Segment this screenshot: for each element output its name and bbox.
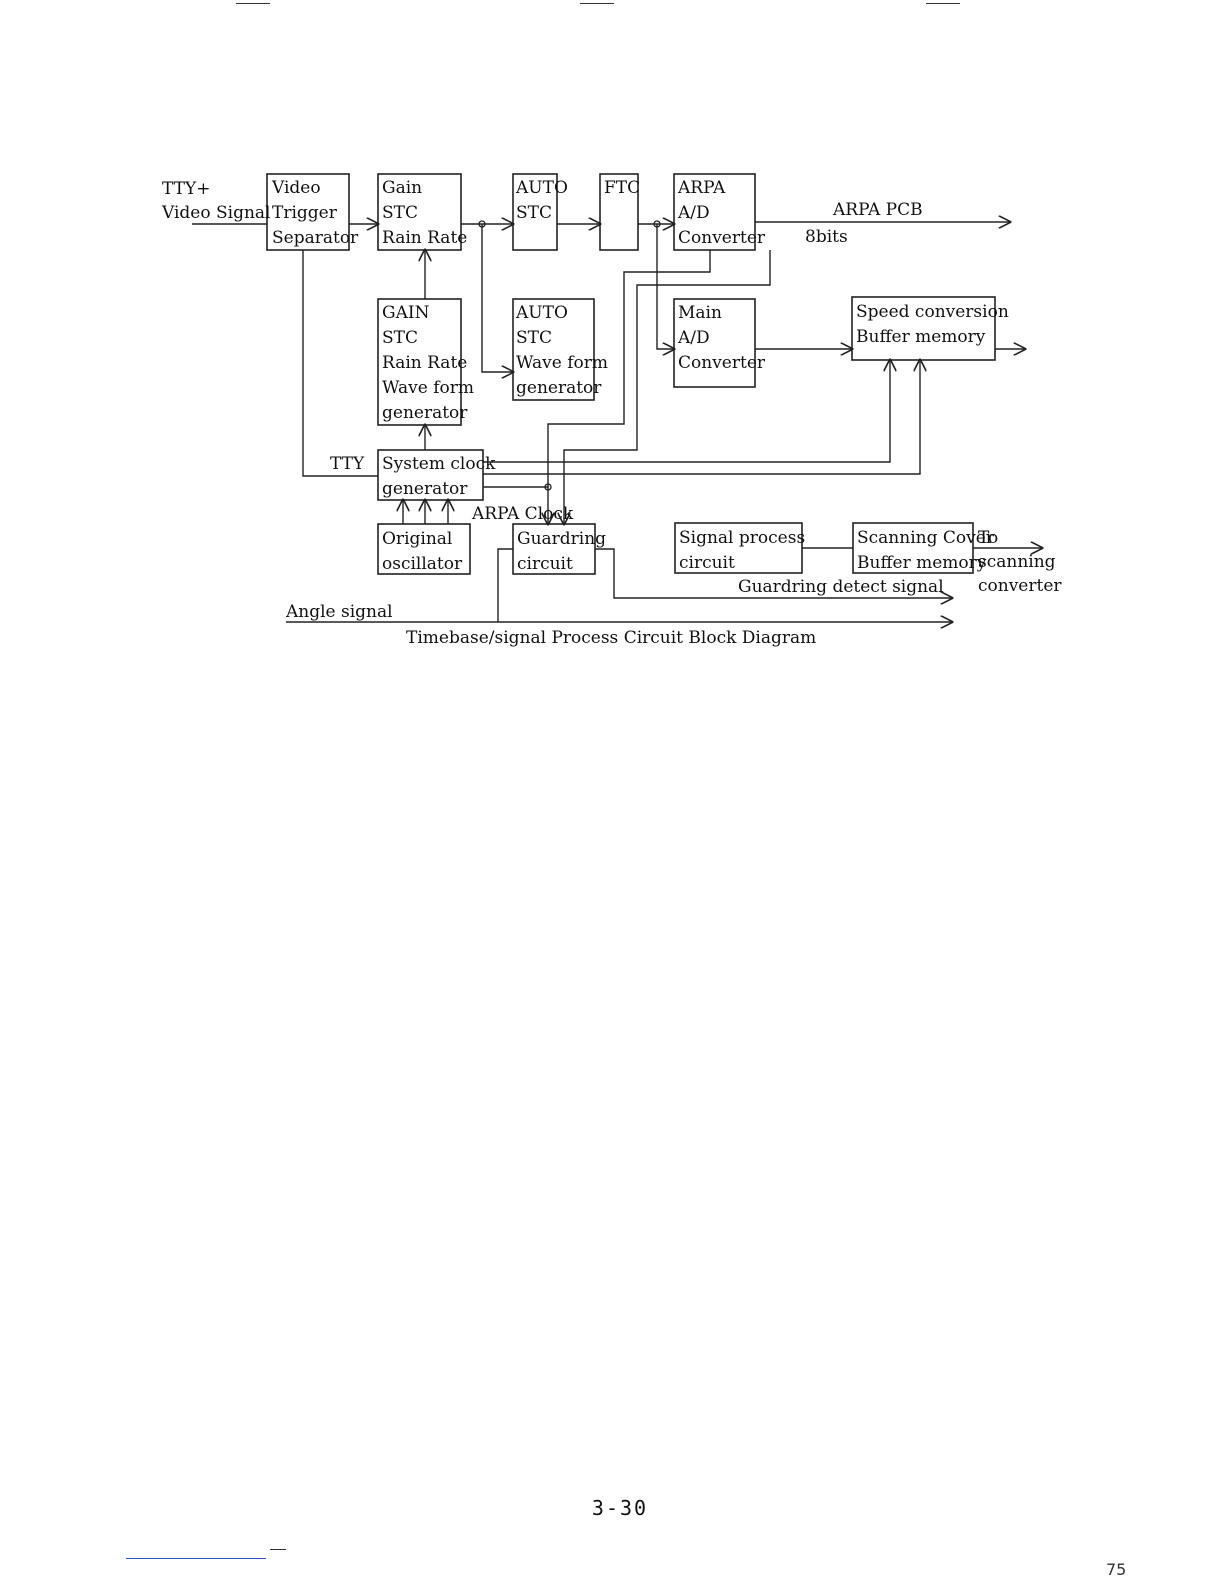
svg-text:Separator: Separator — [272, 228, 359, 248]
svg-text:Signal process: Signal process — [679, 528, 805, 548]
label-arpa-pcb: ARPA PCB — [832, 200, 923, 220]
corner-mark: 75 — [1106, 1560, 1127, 1579]
svg-text:Rain Rate: Rain Rate — [382, 228, 467, 248]
svg-text:Wave form: Wave form — [382, 378, 474, 398]
block-scanning-cover-buffer: Scanning Cover Buffer memory — [852, 522, 995, 574]
label-8bits: 8bits — [805, 227, 848, 247]
svg-text:STC: STC — [382, 328, 418, 348]
svg-text:AUTO: AUTO — [515, 178, 568, 198]
svg-text:Speed conversion: Speed conversion — [856, 302, 1009, 322]
svg-text:STC: STC — [516, 203, 552, 223]
svg-text:circuit: circuit — [517, 554, 573, 574]
svg-text:Main: Main — [678, 303, 722, 323]
svg-text:Rain Rate: Rain Rate — [382, 353, 467, 373]
label-arpa-clock: ARPA Clock — [471, 504, 574, 524]
block-main-ad-converter: Main A/D Converter — [673, 298, 766, 388]
block-guardring-circuit: Guardring circuit — [512, 523, 606, 575]
block-arpa-ad-converter: ARPA A/D Converter — [673, 173, 766, 251]
svg-text:A/D: A/D — [677, 328, 710, 348]
block-speed-conversion-buffer: Speed conversion Buffer memory — [851, 296, 1009, 361]
block-gain-stc-rain-rate: Gain STC Rain Rate — [377, 173, 467, 251]
block-original-oscillator: Original oscillator — [377, 523, 471, 575]
svg-text:FTC: FTC — [604, 178, 640, 198]
scan-mark — [236, 3, 270, 4]
svg-text:generator: generator — [382, 479, 468, 499]
svg-text:Converter: Converter — [678, 228, 766, 248]
block-signal-process-circuit: Signal process circuit — [674, 522, 805, 574]
svg-text:generator: generator — [382, 403, 468, 423]
svg-text:Video: Video — [271, 178, 321, 198]
svg-text:Original: Original — [382, 529, 452, 549]
page-number: 3-30 — [591, 1496, 649, 1520]
block-gain-waveform-generator: GAIN STC Rain Rate Wave form generator — [377, 298, 474, 426]
svg-text:Gain: Gain — [382, 178, 422, 198]
label-video-signal: Video Signal — [161, 203, 270, 223]
scan-mark — [580, 3, 614, 4]
svg-text:A/D: A/D — [677, 203, 710, 223]
svg-text:Converter: Converter — [678, 353, 766, 373]
signal-wires — [192, 221, 1042, 622]
svg-text:AUTO: AUTO — [515, 303, 568, 323]
diagram-labels: TTY+ Video Signal ARPA PCB 8bits TTY ARP… — [161, 179, 1062, 648]
footer-dash — [270, 1549, 286, 1550]
svg-text:Trigger: Trigger — [272, 203, 338, 223]
label-guardring-detect-signal: Guardring detect signal — [738, 577, 944, 597]
svg-text:Guardring: Guardring — [517, 529, 606, 549]
svg-text:ARPA: ARPA — [677, 178, 726, 198]
svg-text:Wave form: Wave form — [516, 353, 608, 373]
block-auto-stc: AUTO STC — [512, 173, 568, 251]
svg-text:generator: generator — [516, 378, 602, 398]
label-tty: TTY — [330, 454, 365, 474]
svg-text:STC: STC — [516, 328, 552, 348]
svg-text:Scanning Cover: Scanning Cover — [857, 528, 995, 548]
label-tty-plus: TTY+ — [162, 179, 210, 199]
label-scanning: scanning — [978, 552, 1056, 572]
block-system-clock-generator: System clock generator — [377, 449, 496, 501]
block-ftc: FTC — [599, 173, 640, 251]
svg-text:STC: STC — [382, 203, 418, 223]
label-angle-signal: Angle signal — [285, 602, 393, 622]
label-converter: converter — [978, 576, 1062, 596]
footer-rule — [126, 1558, 266, 1559]
scan-mark — [926, 3, 960, 4]
label-to: To — [978, 528, 998, 548]
block-auto-waveform-generator: AUTO STC Wave form generator — [512, 298, 608, 401]
svg-text:Buffer memory: Buffer memory — [857, 553, 987, 573]
svg-text:Buffer memory: Buffer memory — [856, 327, 986, 347]
svg-text:GAIN: GAIN — [382, 303, 430, 323]
svg-text:System clock: System clock — [382, 454, 496, 474]
diagram-caption: Timebase/signal Process Circuit Block Di… — [406, 628, 816, 648]
svg-text:oscillator: oscillator — [382, 554, 463, 574]
block-video-trigger-separator: Video Trigger Separator — [266, 173, 359, 251]
svg-text:circuit: circuit — [679, 553, 735, 573]
